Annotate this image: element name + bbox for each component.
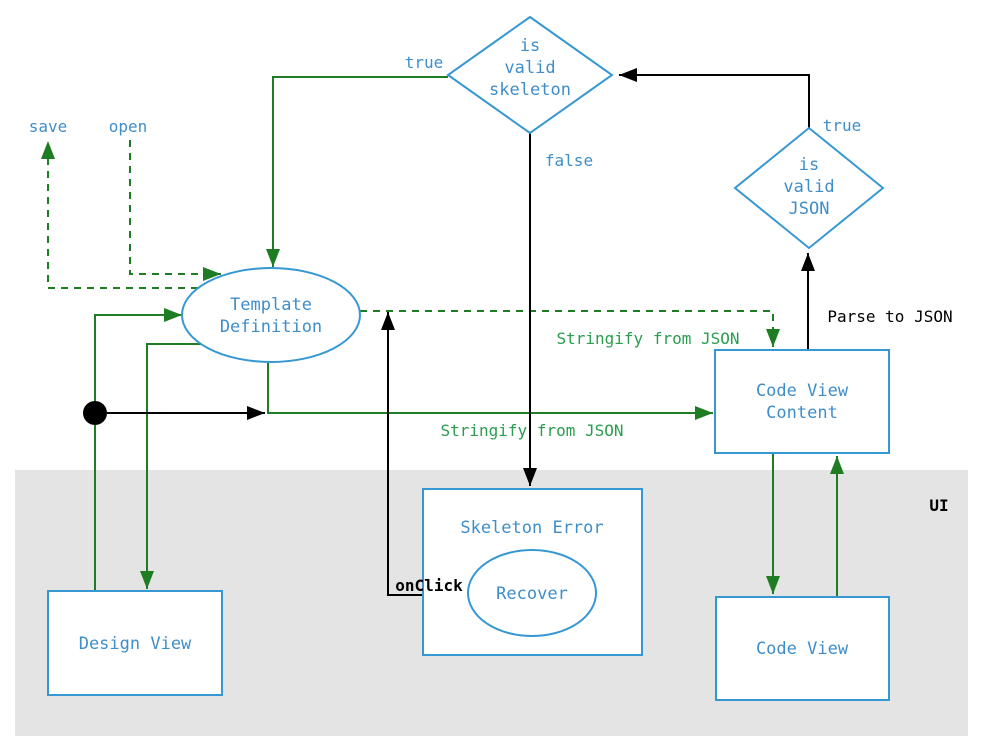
edge-open-to-template — [129, 140, 221, 281]
ui-region-label: UI — [929, 496, 948, 515]
is-valid-skeleton-label-line3: skeleton — [489, 80, 571, 100]
edge-template-to-design-view — [140, 343, 201, 589]
edge-design-view-to-template — [94, 308, 182, 591]
stringify-solid-label: Stringify from JSON — [440, 421, 623, 440]
code-view-node — [715, 596, 890, 701]
is-valid-skeleton-label-line1: is — [520, 36, 540, 56]
onclick-label: onClick — [395, 576, 463, 595]
template-definition-label-line2: Definition — [220, 317, 322, 337]
template-definition-label-line1: Template — [230, 295, 312, 315]
skeleton-error-label: Skeleton Error — [460, 518, 603, 538]
junction-dot — [83, 401, 107, 425]
recover-node — [467, 549, 597, 637]
edge-template-to-code-view-content — [267, 362, 713, 420]
template-definition-node — [181, 267, 361, 363]
code-view-label: Code View — [756, 639, 849, 659]
skeleton-false-label: false — [545, 151, 593, 170]
parse-to-json-label: Parse to JSON — [827, 307, 952, 326]
stringify-dashed-label: Stringify from JSON — [556, 329, 739, 348]
edge-skeleton-true-to-template — [266, 76, 448, 267]
save-label: save — [29, 117, 68, 136]
skeleton-true-label: true — [405, 53, 444, 72]
design-view-label: Design View — [79, 634, 192, 654]
edge-json-true-to-skeleton — [619, 68, 810, 128]
recover-label: Recover — [496, 584, 568, 604]
is-valid-json-label-line2: valid — [783, 177, 834, 197]
is-valid-skeleton-diamond — [446, 15, 614, 135]
code-view-content-node — [714, 349, 890, 454]
code-view-content-label-line2: Content — [766, 403, 838, 423]
is-valid-json-diamond — [733, 126, 885, 250]
is-valid-skeleton-label-line2: valid — [504, 58, 555, 78]
edge-template-to-save — [41, 141, 198, 289]
is-valid-json-label-line1: is — [799, 155, 819, 175]
code-view-content-label-line1: Code View — [756, 381, 849, 401]
is-valid-json-label-line3: JSON — [789, 199, 830, 219]
open-label: open — [109, 117, 148, 136]
json-true-label: true — [823, 116, 862, 135]
design-view-node — [47, 590, 223, 696]
